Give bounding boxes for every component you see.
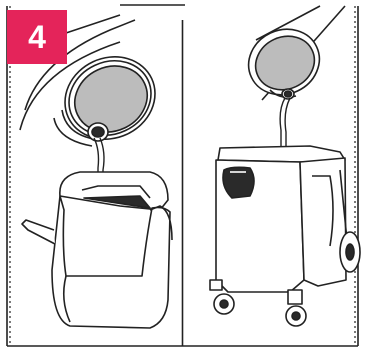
watering-can-icon — [22, 172, 172, 328]
step-number: 4 — [28, 21, 46, 53]
tilted-bottle-icon — [238, 6, 350, 106]
step-badge: 4 — [7, 10, 67, 64]
panel-right — [210, 6, 360, 326]
wheeled-bin-icon — [210, 146, 360, 326]
